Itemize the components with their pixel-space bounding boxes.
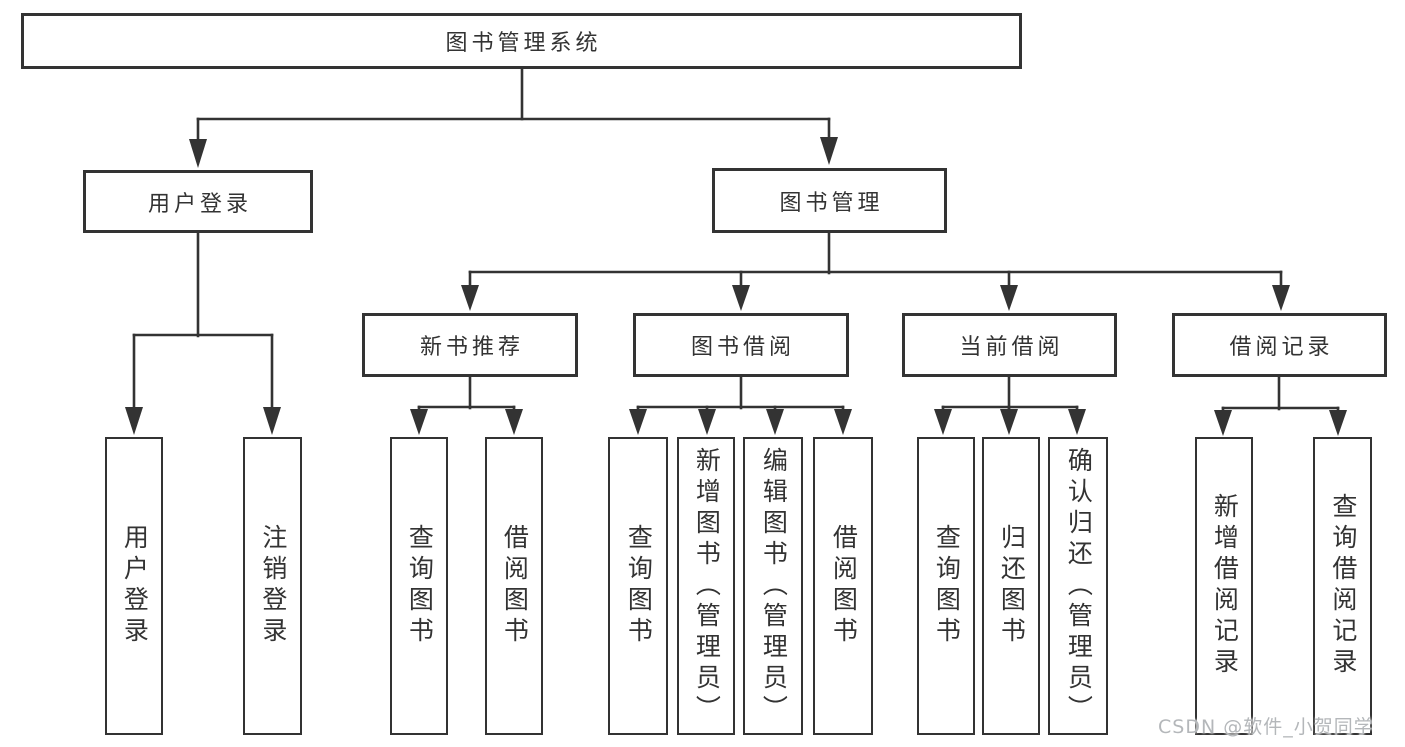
arrowhead-leaf-login xyxy=(125,407,143,435)
leaf-br-query-record: 查询借阅记录 xyxy=(1313,437,1372,735)
node-current-borrow: 当前借阅 xyxy=(902,313,1117,377)
arrowhead-cb-query xyxy=(934,409,952,435)
arrowhead-br-query xyxy=(1329,410,1347,436)
node-book-borrow: 图书借阅 xyxy=(633,313,849,377)
leaf-nb-query-books: 查询图书 xyxy=(390,437,448,735)
node-library-system: 图书管理系统 xyxy=(21,13,1022,69)
node-borrow-records: 借阅记录 xyxy=(1172,313,1387,377)
leaf-bb-edit-books-admin: 编辑图书（管理员） xyxy=(743,437,803,735)
node-library-system-label: 图书管理系统 xyxy=(445,31,602,56)
leaf-logout: 注销登录 xyxy=(243,437,302,735)
leaf-logout-label: 注销登录 xyxy=(258,524,288,648)
leaf-nb-borrow-books-label: 借阅图书 xyxy=(500,524,530,648)
leaf-cb-query-books-label: 查询图书 xyxy=(932,524,962,648)
node-new-book-recommend: 新书推荐 xyxy=(362,313,578,377)
arrowhead-nb-borrow xyxy=(505,409,523,435)
node-new-book-recommend-label: 新书推荐 xyxy=(419,335,524,360)
arrowhead-book-management xyxy=(820,137,838,165)
node-book-borrow-label: 图书借阅 xyxy=(690,335,795,360)
leaf-cb-query-books: 查询图书 xyxy=(917,437,975,735)
leaf-bb-add-books-admin-label: 新增图书（管理员） xyxy=(692,446,722,726)
leaf-bb-query-books: 查询图书 xyxy=(608,437,668,735)
csdn-watermark: CSDN @软件_小贺同学 xyxy=(1158,716,1374,738)
arrowhead-new-book xyxy=(461,285,479,311)
arrowhead-cb-confirm xyxy=(1068,409,1086,435)
node-current-borrow-label: 当前借阅 xyxy=(959,335,1064,360)
leaf-br-query-record-label: 查询借阅记录 xyxy=(1328,493,1358,679)
node-user-login-label: 用户登录 xyxy=(147,191,252,217)
leaf-br-add-record-label: 新增借阅记录 xyxy=(1210,493,1240,679)
leaf-cb-confirm-return-admin: 确认归还（管理员） xyxy=(1048,437,1108,735)
arrowhead-current-borrow xyxy=(1000,285,1018,311)
node-borrow-records-label: 借阅记录 xyxy=(1229,335,1334,360)
arrowhead-bb-query xyxy=(629,409,647,435)
leaf-cb-return-books-label: 归还图书 xyxy=(997,524,1027,648)
node-book-management-label: 图书管理 xyxy=(779,190,884,216)
leaf-cb-confirm-return-admin-label: 确认归还（管理员） xyxy=(1064,446,1094,726)
arrowhead-user-login xyxy=(189,139,207,168)
arrowhead-cb-return xyxy=(1000,409,1018,435)
leaf-bb-borrow-books-label: 借阅图书 xyxy=(829,524,859,648)
arrowhead-borrow-records xyxy=(1272,285,1290,311)
leaf-nb-borrow-books: 借阅图书 xyxy=(485,437,543,735)
leaf-bb-query-books-label: 查询图书 xyxy=(624,524,654,648)
node-user-login: 用户登录 xyxy=(83,170,313,233)
arrowhead-nb-query xyxy=(410,409,428,435)
leaf-user-login-label: 用户登录 xyxy=(120,524,150,648)
leaf-nb-query-books-label: 查询图书 xyxy=(405,524,435,648)
leaf-bb-borrow-books: 借阅图书 xyxy=(813,437,873,735)
node-book-management: 图书管理 xyxy=(712,168,947,233)
leaf-cb-return-books: 归还图书 xyxy=(982,437,1040,735)
arrowhead-book-borrow xyxy=(732,285,750,311)
arrowhead-bb-add xyxy=(698,409,716,435)
arrowhead-bb-borrow xyxy=(834,409,852,435)
arrowhead-bb-edit xyxy=(766,409,784,435)
arrowhead-leaf-logout xyxy=(263,407,281,435)
leaf-user-login: 用户登录 xyxy=(105,437,163,735)
leaf-bb-edit-books-admin-label: 编辑图书（管理员） xyxy=(759,446,789,726)
arrowhead-br-add xyxy=(1214,410,1232,436)
leaf-bb-add-books-admin: 新增图书（管理员） xyxy=(677,437,735,735)
leaf-br-add-record: 新增借阅记录 xyxy=(1195,437,1253,735)
